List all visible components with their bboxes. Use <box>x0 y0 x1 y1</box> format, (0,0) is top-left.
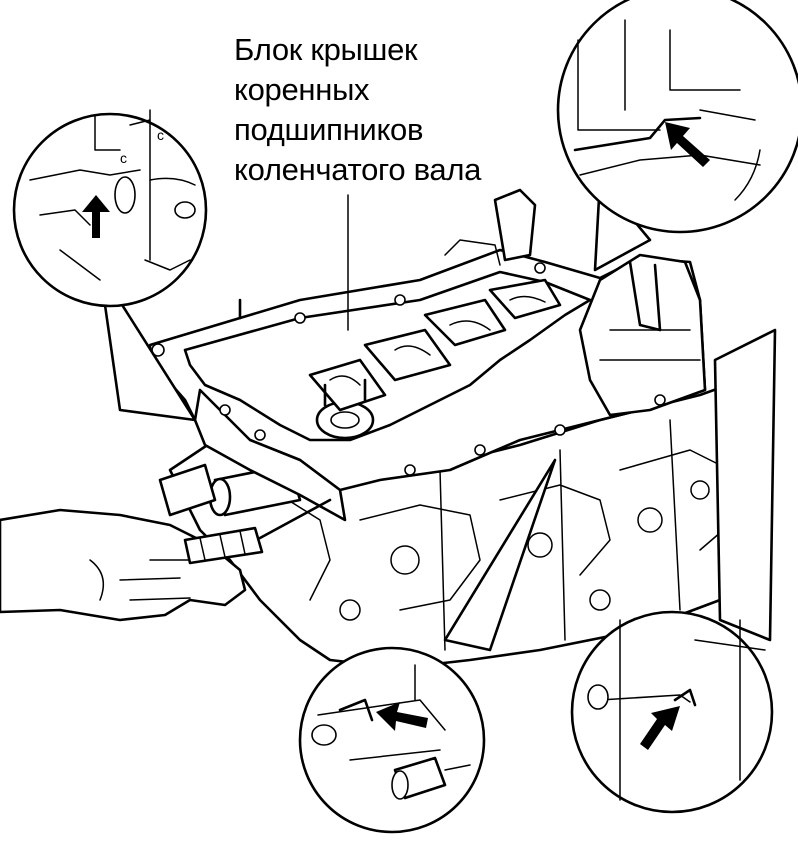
detail-view-top-right <box>556 0 798 272</box>
black-arrow-icon <box>376 702 428 731</box>
label-line-2: коренных <box>234 72 370 107</box>
svg-text:c: c <box>120 150 127 166</box>
crankshaft-bearing-cap-block-label: Блок крышек коренных подшипников коленча… <box>234 30 554 190</box>
label-line-3: подшипников <box>234 112 424 147</box>
black-arrow-icon <box>82 195 110 238</box>
detail-view-bottom-middle <box>298 458 557 834</box>
hand-with-screwdriver <box>0 498 332 622</box>
label-line-1: Блок крышек <box>234 32 418 67</box>
svg-text:c: c <box>157 127 164 143</box>
black-arrow-icon <box>640 706 680 750</box>
detail-view-top-left: c c <box>12 109 208 422</box>
bearing-cap-block <box>148 188 707 522</box>
detail-view-bottom-right <box>570 328 777 814</box>
black-arrow-icon <box>665 122 710 167</box>
label-line-4: коленчатого вала <box>234 152 482 187</box>
